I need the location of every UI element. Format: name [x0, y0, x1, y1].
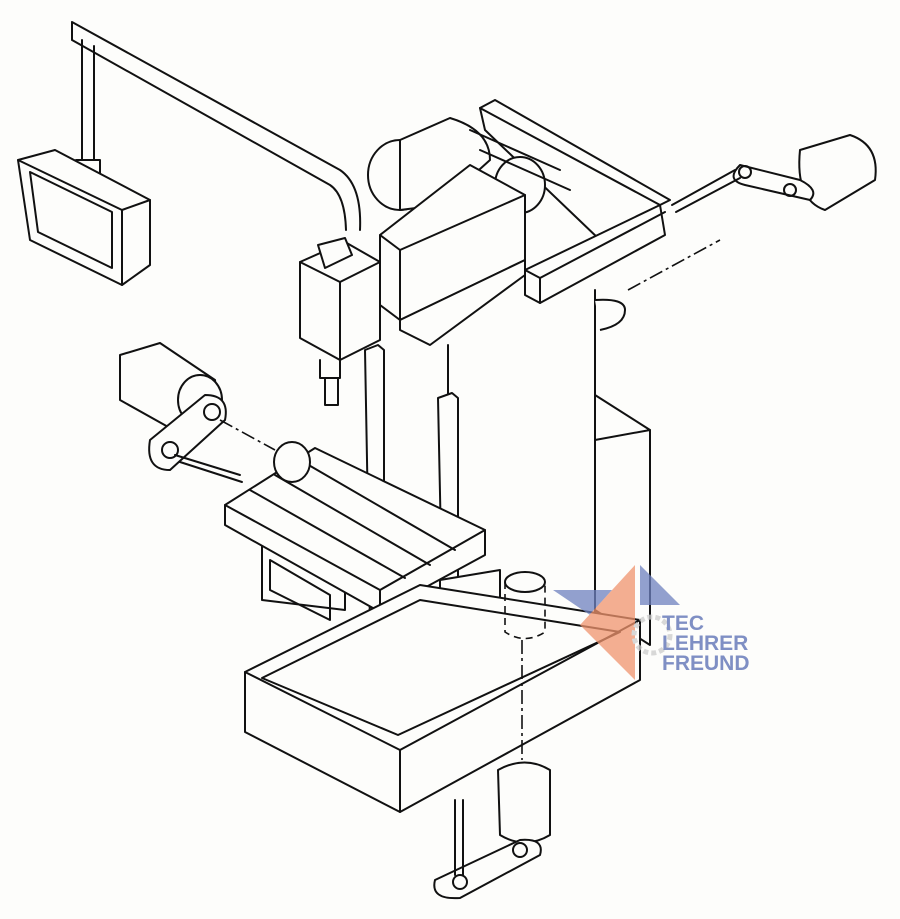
z-axis-drive: [433, 571, 551, 900]
x-axis-drive: [627, 134, 877, 291]
machine-base: [244, 584, 641, 813]
milling-head: [299, 164, 526, 406]
top-frame: [479, 99, 671, 304]
control-monitor: [17, 149, 151, 286]
watermark-line1: TEC: [662, 612, 704, 635]
watermark-line3: FREUND: [662, 652, 750, 675]
watermark-line2: LEHRER: [662, 632, 749, 655]
watermark-logo: [553, 565, 680, 680]
y-axis-drive: [119, 342, 276, 483]
